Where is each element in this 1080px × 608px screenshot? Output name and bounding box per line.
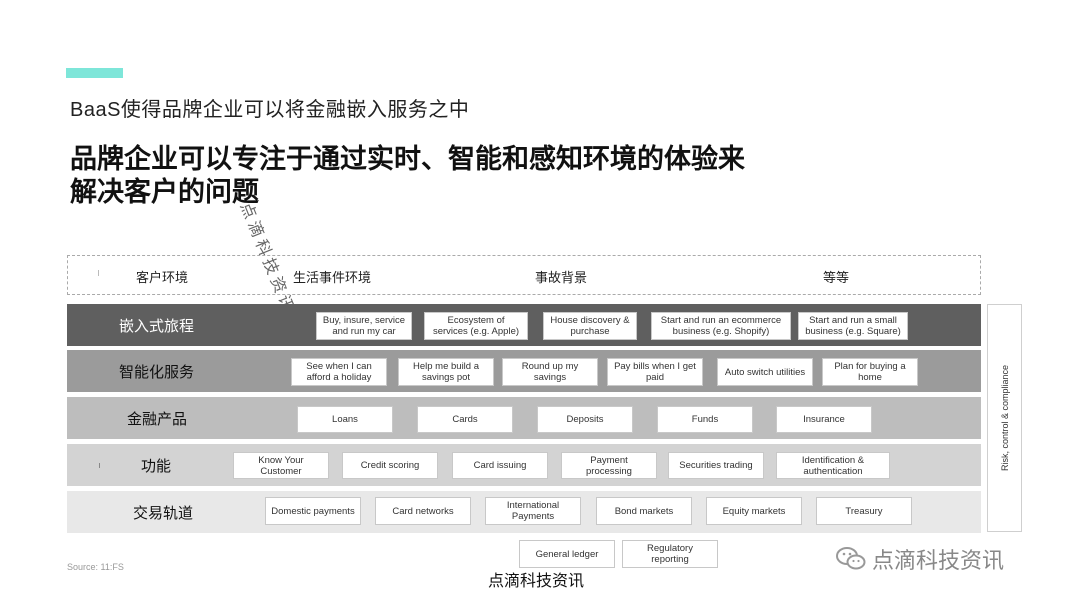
context-customer: 客户环境 <box>136 271 189 286</box>
layer-label: 交易轨道 <box>133 504 194 522</box>
layer-label: 金融产品 <box>127 410 188 428</box>
chip-insurance: Insurance <box>776 406 872 433</box>
slide-subtitle: BaaS使得品牌企业可以将金融嵌入服务之中 <box>70 99 470 121</box>
chip-identification: Identification & authentication <box>776 452 890 479</box>
chip-card-networks: Card networks <box>375 497 471 525</box>
chip-treasury: Treasury <box>816 497 912 525</box>
chip-payment-processing: Payment processing <box>561 452 657 479</box>
chip-regulatory-reporting: Regulatory reporting <box>622 540 718 568</box>
corner-watermark-text: 点滴科技资讯 <box>872 548 1005 573</box>
layer-functions: 功能 Know Your Customer Credit scoring Car… <box>67 444 981 486</box>
risk-compliance-box: Risk, control & compliance <box>987 304 1022 532</box>
slide-headline: 品牌企业可以专注于通过实时、智能和感知环境的体验来解决客户的问题 <box>70 144 745 207</box>
chip-holiday: See when I can afford a holiday <box>291 358 387 386</box>
context-row: 客户环境 生活事件环境 事故背景 等等 <box>67 255 981 295</box>
context-tick <box>98 270 99 276</box>
chip-card-issuing: Card issuing <box>452 452 548 479</box>
chip-general-ledger: General ledger <box>519 540 615 568</box>
chip-savings-pot: Help me build a savings pot <box>398 358 494 386</box>
accent-bar <box>66 68 123 78</box>
chip-ecosystem: Ecosystem of services (e.g. Apple) <box>424 312 528 340</box>
chip-cards: Cards <box>417 406 513 433</box>
chip-small-business: Start and run a small business (e.g. Squ… <box>798 312 908 340</box>
context-life-event: 生活事件环境 <box>293 271 372 286</box>
chip-car: Buy, insure, service and run my car <box>316 312 412 340</box>
chip-domestic-payments: Domestic payments <box>265 497 361 525</box>
chip-funds: Funds <box>657 406 753 433</box>
layer-smart-services: 智能化服务 See when I can afford a holiday He… <box>67 350 981 392</box>
chip-buy-home: Plan for buying a home <box>822 358 918 386</box>
chip-deposits: Deposits <box>537 406 633 433</box>
chip-round-up: Round up my savings <box>502 358 598 386</box>
layer-label: 嵌入式旅程 <box>119 317 195 335</box>
chip-bond-markets: Bond markets <box>596 497 692 525</box>
chip-international-payments: International Payments <box>485 497 581 525</box>
chip-auto-switch: Auto switch utilities <box>717 358 813 386</box>
chip-house: House discovery & purchase <box>543 312 637 340</box>
chip-kyc: Know Your Customer <box>233 452 329 479</box>
functions-tick <box>99 463 100 468</box>
layer-embedded-journeys: 嵌入式旅程 Buy, insure, service and run my ca… <box>67 304 981 346</box>
context-etc: 等等 <box>823 271 850 286</box>
corner-watermark: 点滴科技资讯 <box>836 543 1004 575</box>
chip-equity-markets: Equity markets <box>706 497 802 525</box>
chip-pay-bills: Pay bills when I get paid <box>607 358 703 386</box>
layer-financial-products: 金融产品 Loans Cards Deposits Funds Insuranc… <box>67 397 981 439</box>
source-note: Source: 11:FS <box>67 562 124 572</box>
layer-transaction-rails: 交易轨道 Domestic payments Card networks Int… <box>67 491 981 533</box>
risk-compliance-label: Risk, control & compliance <box>999 364 1010 472</box>
layer-label: 功能 <box>141 457 172 475</box>
layer-label: 智能化服务 <box>119 363 195 381</box>
chip-loans: Loans <box>297 406 393 433</box>
chip-credit-scoring: Credit scoring <box>342 452 438 479</box>
context-incident: 事故背景 <box>535 271 588 286</box>
chip-ecommerce: Start and run an ecommerce business (e.g… <box>651 312 791 340</box>
wechat-icon <box>836 546 866 572</box>
chip-securities-trading: Securities trading <box>668 452 764 479</box>
footer-watermark: 点滴科技资讯 <box>488 571 585 590</box>
